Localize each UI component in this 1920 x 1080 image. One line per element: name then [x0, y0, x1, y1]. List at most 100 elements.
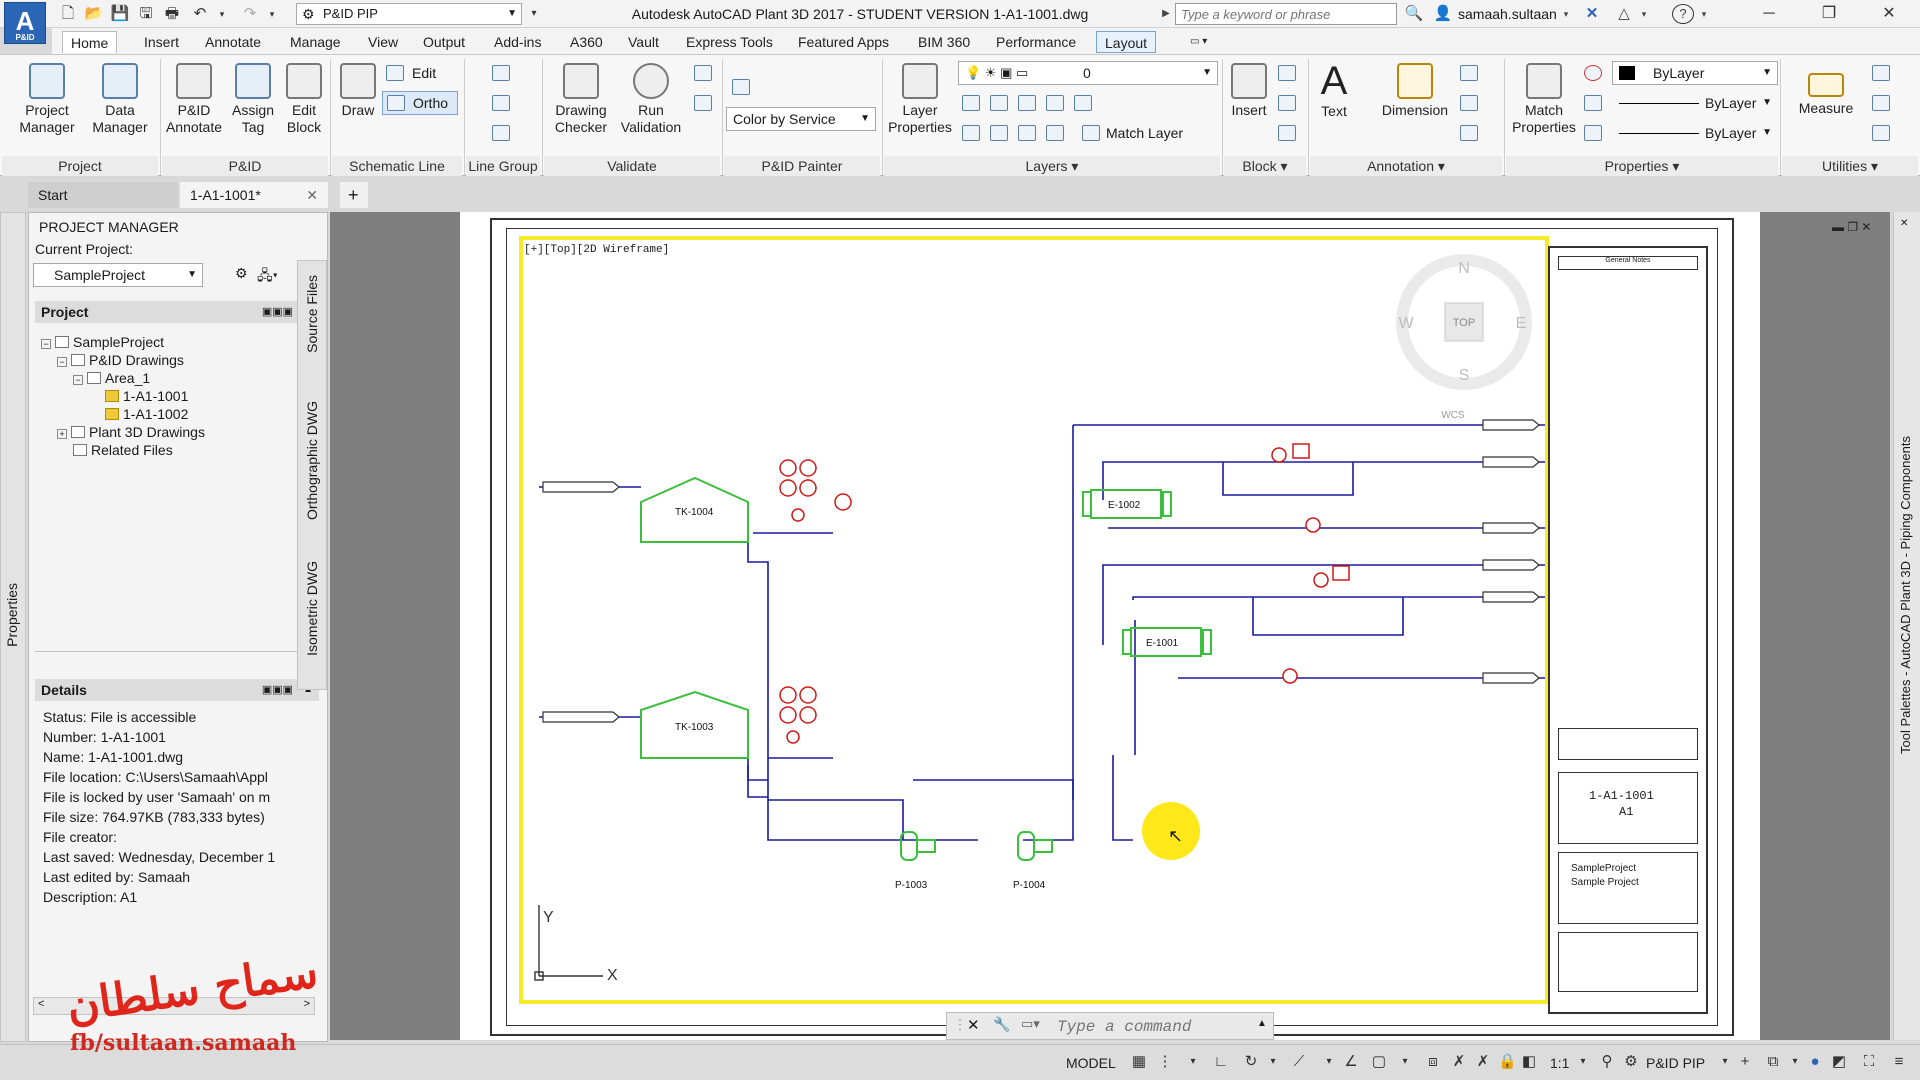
table-icon[interactable] [1460, 125, 1478, 141]
tree-item-related[interactable]: Related Files [73, 441, 173, 459]
layer-tool-icon-4[interactable] [1046, 95, 1064, 111]
open-file-icon[interactable]: 📂 [84, 5, 104, 22]
color-wheel-icon[interactable] [1584, 65, 1602, 81]
gear-icon[interactable]: ⚙ [1624, 1053, 1638, 1070]
color-by-service-dropdown[interactable]: Color by Service ▼ [726, 107, 876, 131]
layer-tool-icon-5[interactable] [1074, 95, 1092, 111]
line-group-icon-2[interactable] [492, 95, 510, 111]
polar-dropdown-icon[interactable]: ▾ [1270, 1056, 1276, 1067]
auto-scale-icon[interactable]: ✗ [1476, 1053, 1490, 1070]
tab-add-ins[interactable]: Add-ins [494, 34, 542, 50]
layer-tool-icon-3[interactable] [1018, 95, 1036, 111]
measure-button[interactable]: Measure [1790, 63, 1862, 117]
data-manager-button[interactable]: Data Manager [86, 63, 154, 136]
panel-label-properties[interactable]: Properties ▾ [1506, 156, 1778, 176]
tree-item-area[interactable]: −Area_1 [73, 369, 150, 387]
lineweight-dropdown[interactable]: ByLayer ▼ [1612, 121, 1778, 145]
snap-dropdown-icon[interactable]: ▾ [1190, 1056, 1196, 1067]
create-block-icon[interactable] [1278, 65, 1296, 81]
match-layer-icon[interactable] [1082, 125, 1100, 141]
tab-layout[interactable]: Layout [1096, 31, 1157, 53]
layer-tool-icon-7[interactable] [990, 125, 1008, 141]
tree-item-drawing-1[interactable]: 1-A1-1001 [105, 387, 188, 405]
plus-icon[interactable]: + [1740, 1053, 1750, 1070]
details-toolbar-icons[interactable]: ▣▣▣ [261, 684, 293, 696]
workspace-status[interactable]: P&ID PIP [1646, 1055, 1706, 1071]
annotation-scale-icon[interactable]: ⧈ [1428, 1053, 1438, 1070]
command-history-icon[interactable]: ▭▾ [1021, 1016, 1040, 1031]
project-settings-icon[interactable]: ⚙ [235, 265, 248, 281]
object-snap-icon[interactable]: ▢ [1371, 1053, 1387, 1070]
close-icon[interactable]: ✕ [967, 1017, 980, 1034]
horizontal-scrollbar[interactable]: < > [33, 997, 315, 1015]
lineweight-icon[interactable] [1584, 95, 1602, 111]
new-tab-button[interactable]: + [340, 182, 368, 208]
panel-label-layers[interactable]: Layers ▾ [884, 156, 1220, 176]
palette-close-icon[interactable]: ✕ [1900, 218, 1909, 229]
osnap-dropdown-icon[interactable]: ▾ [1402, 1056, 1408, 1067]
annotation-visibility-icon[interactable]: ✗ [1452, 1053, 1466, 1070]
user-icon[interactable]: 👤 [1433, 5, 1453, 22]
layer-tool-icon-9[interactable] [1046, 125, 1064, 141]
tree-item-drawing-2[interactable]: 1-A1-1002 [105, 405, 188, 423]
line-group-icon-1[interactable] [492, 65, 510, 81]
current-project-dropdown[interactable]: SampleProject ▼ [33, 263, 203, 287]
tab-vault[interactable]: Vault [628, 34, 659, 50]
workspace-dropdown-icon[interactable]: ▾ [1722, 1056, 1728, 1067]
ortho-mode-icon[interactable]: ∟ [1213, 1053, 1229, 1070]
edit-block-button[interactable]: Edit Block [282, 63, 326, 136]
snap-icon[interactable]: ⋮ [1157, 1053, 1173, 1070]
text-button[interactable]: A Text [1312, 59, 1356, 120]
tab-isometric-dwg[interactable]: Isometric DWG [304, 561, 320, 656]
assign-tag-button[interactable]: Assign Tag [226, 63, 280, 136]
file-tab-active[interactable]: 1-A1-1001* ✕ [180, 182, 328, 208]
calculator-icon[interactable] [1872, 125, 1890, 141]
a360-icon[interactable]: △ [1618, 5, 1630, 22]
layer-tool-icon-1[interactable] [962, 95, 980, 111]
tab-a360[interactable]: A360 [570, 34, 603, 50]
exchange-apps-icon[interactable]: ✕ [1585, 5, 1599, 22]
scale-dropdown-icon[interactable]: ▾ [1580, 1056, 1586, 1067]
tab-home[interactable]: Home [62, 31, 118, 53]
application-menu-button[interactable]: A P&ID [4, 2, 46, 44]
redo-dropdown-icon[interactable]: ▾ [269, 9, 275, 19]
run-validation-button[interactable]: Run Validation [618, 63, 684, 136]
undo-icon[interactable]: ↶ [193, 5, 207, 22]
new-file-icon[interactable]: 🗋 [61, 5, 75, 22]
panel-label-block[interactable]: Block ▾ [1224, 156, 1306, 176]
tab-annotate[interactable]: Annotate [205, 34, 262, 50]
polar-tracking-icon[interactable]: ↻ [1244, 1053, 1258, 1070]
quick-properties-icon[interactable]: ◧ [1521, 1053, 1537, 1070]
qat-customize-icon[interactable]: ▾ [531, 8, 537, 19]
model-space-toggle[interactable]: MODEL [1066, 1055, 1116, 1071]
isolate-objects-icon[interactable]: ◩ [1831, 1053, 1847, 1070]
command-history-dropdown-icon[interactable]: ▲ [1257, 1018, 1267, 1029]
project-manager-button[interactable]: Project Manager [14, 63, 80, 136]
properties-tab[interactable]: Properties [4, 583, 20, 647]
tree-item-root[interactable]: −SampleProject [41, 333, 164, 351]
sync-dropdown-icon[interactable]: ▾ [1792, 1056, 1798, 1067]
pid-annotate-button[interactable]: P&ID Annotate [164, 63, 224, 136]
annotation-scale[interactable]: 1:1 [1550, 1055, 1570, 1071]
section-toolbar-icons[interactable]: ▣▣▣ [261, 306, 293, 318]
tab-orthographic-dwg[interactable]: Orthographic DWG [304, 401, 320, 521]
tree-item-plant3d[interactable]: +Plant 3D Drawings [57, 423, 205, 441]
collapse-toggle-icon[interactable]: − [41, 339, 51, 349]
block-attribute-icon[interactable] [1278, 125, 1296, 141]
line-group-icon-3[interactable] [492, 125, 510, 141]
edit-line-label[interactable]: Edit [412, 65, 437, 81]
pid-drawing[interactable]: TK-1004 TK-1003 E-1002 E-1001 P-1003 P-1… [523, 240, 1545, 1000]
sync-icon[interactable]: ⧉ [1767, 1053, 1779, 1070]
drawing-checker-button[interactable]: Drawing Checker [548, 63, 614, 136]
minimize-button[interactable]: ─ [1763, 5, 1775, 22]
command-input[interactable] [1057, 1016, 1257, 1038]
restore-button[interactable]: ❐ [1821, 5, 1837, 22]
user-dropdown-icon[interactable]: ▾ [1563, 9, 1569, 19]
help-dropdown-icon[interactable]: ▾ [1701, 9, 1707, 19]
clean-screen-icon[interactable]: ⛶ [1863, 1053, 1875, 1070]
undo-dropdown-icon[interactable]: ▾ [219, 9, 225, 19]
quick-select-icon[interactable] [1872, 65, 1890, 81]
painter-icon[interactable] [732, 79, 750, 95]
isodraft-icon[interactable]: ⟋ [1293, 1053, 1305, 1070]
panel-label-annotation[interactable]: Annotation ▾ [1310, 156, 1502, 176]
